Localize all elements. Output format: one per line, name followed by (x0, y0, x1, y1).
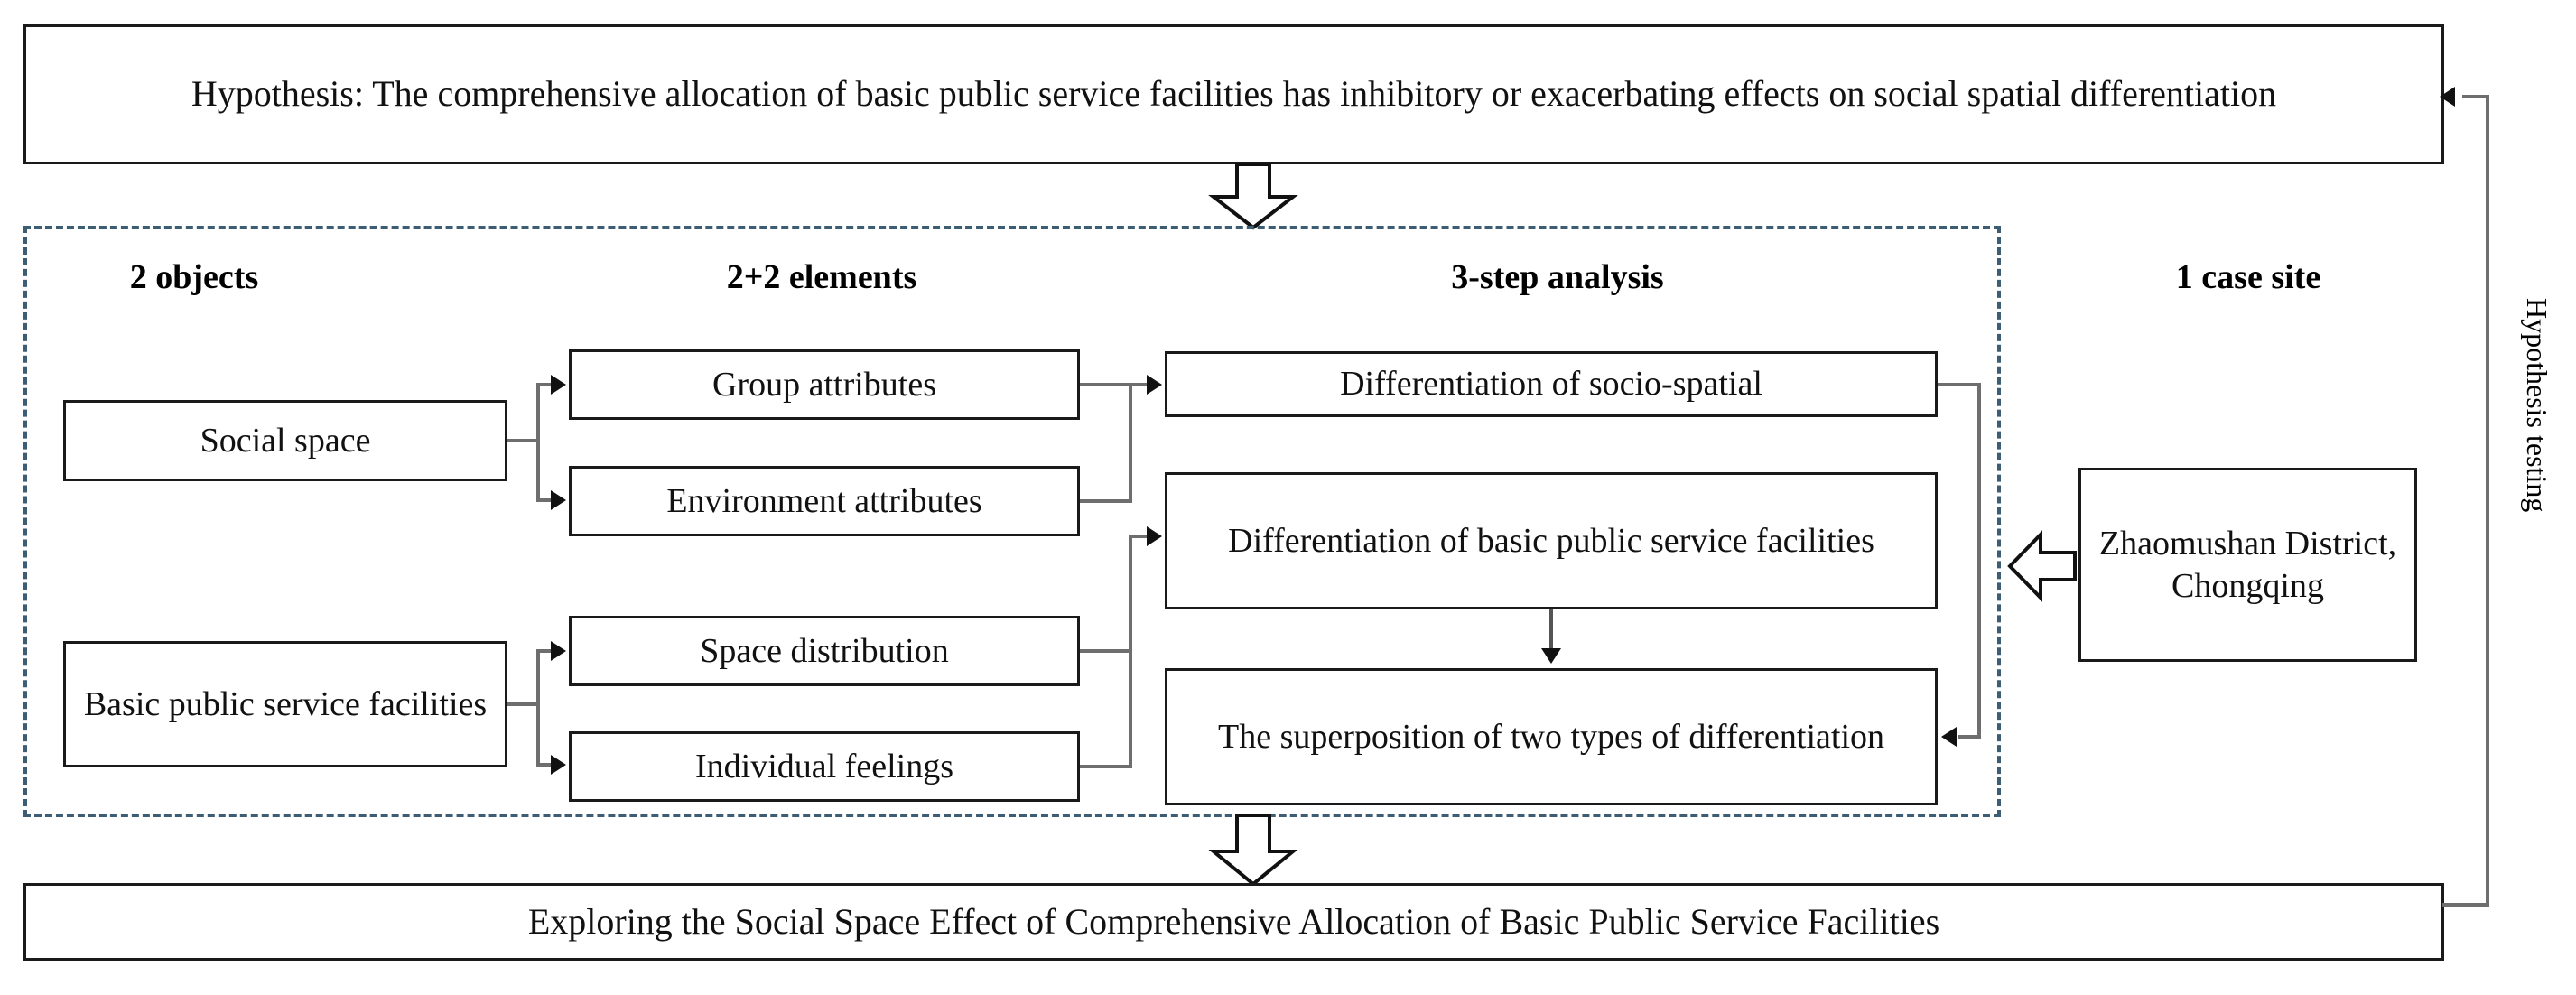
analysis-label: Differentiation of basic public service … (1228, 521, 1874, 560)
analysis-label: Differentiation of socio-spatial (1340, 365, 1762, 404)
element-box-group-attributes: Group attributes (569, 349, 1080, 420)
connector-individual-feelings-out (1080, 765, 1132, 768)
connector-group-attributes-out (1080, 383, 1132, 386)
analysis-box-differentiation-socio-spatial: Differentiation of socio-spatial (1165, 351, 1938, 417)
hypothesis-box: Hypothesis: The comprehensive allocation… (23, 24, 2444, 164)
feedback-loop-top-segment (2462, 95, 2488, 98)
column-header-3-step-analysis: 3-step analysis (1390, 257, 1725, 297)
column-header-1-case-site: 1 case site (2104, 257, 2393, 297)
arrowhead-space-distribution (551, 641, 566, 661)
framework-dashed-region (23, 226, 2001, 817)
connector-socio-spatial-out (1938, 383, 1981, 386)
column-header-2plus2-elements: 2+2 elements (659, 257, 984, 297)
analysis-box-superposition-two-types: The superposition of two types of differ… (1165, 668, 1938, 805)
connector-into-superposition (1958, 735, 1981, 739)
column-header-label: 2 objects (129, 258, 259, 296)
arrowhead-superposition-right (1941, 727, 1957, 747)
arrowhead-bpsf-analysis (1147, 526, 1162, 546)
column-header-label: 3-step analysis (1451, 258, 1664, 296)
connector-to-space-distribution (536, 649, 553, 653)
connector-space-distribution-out (1080, 649, 1132, 653)
element-box-environment-attributes: Environment attributes (569, 466, 1080, 536)
hypothesis-text: Hypothesis: The comprehensive allocation… (191, 73, 2277, 115)
connector-socio-spatial-down (1977, 383, 1981, 739)
connector-to-individual-feelings (536, 763, 553, 767)
connector-into-bpsf-analysis (1129, 535, 1149, 538)
analysis-label: The superposition of two types of differ… (1217, 717, 1885, 756)
connector-to-group-attributes (536, 383, 553, 386)
case-site-label: Zhaomushan District, Chongqing (2098, 525, 2397, 605)
connector-social-space-bus (536, 383, 540, 500)
conclusion-text: Exploring the Social Space Effect of Com… (527, 900, 1940, 942)
element-label: Space distribution (700, 631, 949, 670)
object-box-social-space: Social space (63, 400, 507, 481)
object-label: Basic public service facilities (83, 684, 488, 723)
element-label: Individual feelings (695, 747, 953, 786)
connector-bpsf-bus (536, 649, 540, 765)
connector-socio-spatial-bus (1129, 383, 1132, 501)
arrowhead-environment-attributes (551, 490, 566, 510)
arrowhead-group-attributes (551, 375, 566, 395)
feedback-loop-label: Hypothesis testing (2520, 298, 2553, 512)
arrowhead-socio-spatial (1147, 375, 1162, 395)
arrowhead-superposition-top (1541, 648, 1561, 664)
connector-bpsf-analysis-bus (1129, 535, 1132, 767)
connector-bpsf-out (507, 702, 540, 706)
connector-environment-attributes-out (1080, 499, 1132, 503)
object-box-basic-public-service-facilities: Basic public service facilities (63, 641, 507, 767)
connector-social-space-out (507, 439, 540, 442)
element-label: Group attributes (711, 365, 936, 404)
block-arrow-left-icon-case-site (2006, 530, 2077, 602)
column-header-label: 1 case site (2175, 258, 2321, 296)
block-arrow-down-icon-bottom (1208, 814, 1298, 887)
feedback-loop-bottom-segment (2442, 903, 2489, 907)
connector-bpsf-to-superposition (1549, 609, 1553, 653)
column-header-label: 2+2 elements (726, 258, 917, 296)
conclusion-box: Exploring the Social Space Effect of Com… (23, 883, 2444, 961)
connector-to-environment-attributes (536, 498, 553, 502)
object-label: Social space (200, 421, 371, 460)
feedback-loop-vertical (2486, 95, 2489, 905)
element-label: Environment attributes (666, 481, 982, 520)
case-site-box-zhaomushan: Zhaomushan District, Chongqing (2078, 468, 2417, 662)
feedback-loop-text: Hypothesis testing (2521, 298, 2553, 513)
block-arrow-down-icon-top (1208, 163, 1298, 230)
arrowhead-individual-feelings (551, 755, 566, 775)
element-box-individual-feelings: Individual feelings (569, 731, 1080, 802)
analysis-box-differentiation-basic-public-service-facilities: Differentiation of basic public service … (1165, 472, 1938, 609)
element-box-space-distribution: Space distribution (569, 616, 1080, 686)
arrowhead-feedback-loop (2440, 87, 2455, 107)
column-header-2-objects: 2 objects (54, 257, 334, 297)
connector-into-socio-spatial (1129, 383, 1149, 386)
